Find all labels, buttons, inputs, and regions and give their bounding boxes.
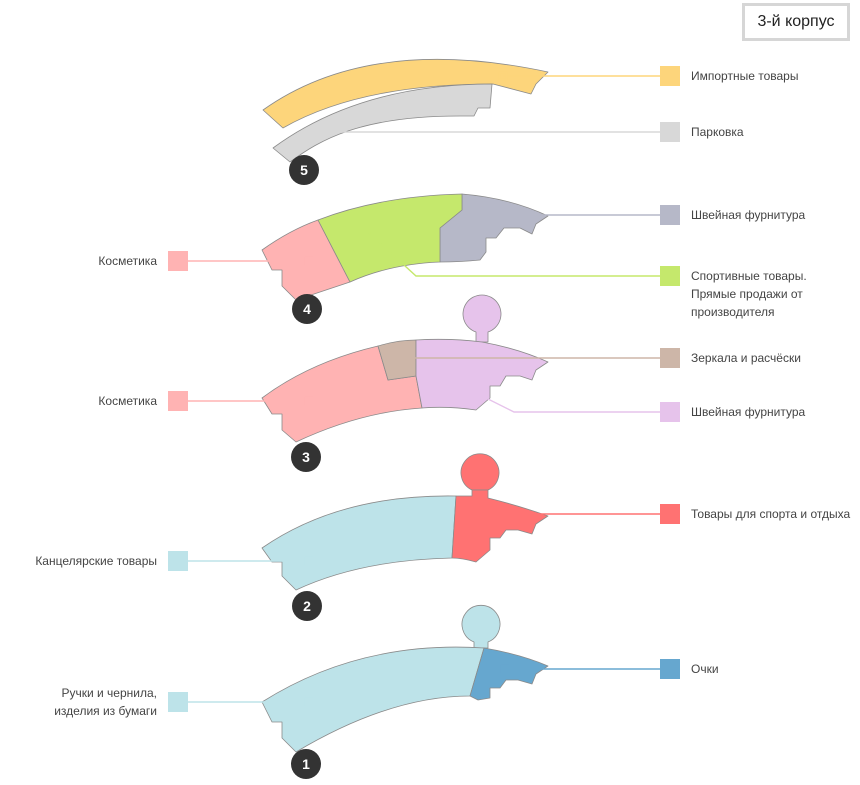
zone-paper1[interactable]	[261, 646, 485, 753]
floor-number-badge-4	[292, 294, 322, 324]
legend-label-cosmetics3: Косметика	[98, 394, 157, 408]
legend-label-glasses1: Очки	[691, 662, 719, 676]
legend-label-cosmetics4: Косметика	[98, 254, 157, 268]
floor-1: Ручки и чернила, изделия из бумаги Очки 1	[54, 605, 719, 779]
legend-swatch-stationery2	[168, 551, 188, 571]
legend-label-sewing4: Швейная фурнитура	[691, 208, 806, 222]
legend-swatch-sport4	[660, 266, 680, 286]
zone-paper1-knob	[461, 605, 501, 649]
legend-label-sport2: Товары для спорта и отдыха	[691, 507, 850, 521]
legend-label-mirrors3: Зеркала и расчёски	[691, 351, 801, 365]
legend-label-paper1: Ручки и чернила,	[61, 686, 157, 700]
zone-marker-parking	[315, 127, 325, 137]
zone-marker-sewing3	[435, 370, 445, 380]
zone-marker-sport2	[469, 509, 479, 519]
legend-label-sport4: производителя	[691, 305, 775, 319]
legend-swatch-sewing4	[660, 205, 680, 225]
zone-sewing3-knob	[462, 294, 502, 343]
legend-swatch-cosmetics3	[168, 391, 188, 411]
zone-marker-mirrors3	[394, 353, 404, 363]
zone-sport2[interactable]	[451, 489, 549, 563]
floor-2: Канцелярские товары Товары для спорта и о…	[35, 453, 850, 621]
legend-label-sport4: Спортивные товары.	[691, 269, 807, 283]
zone-marker-cosmetics4	[304, 256, 314, 266]
zone-marker-import	[498, 71, 508, 81]
zone-sport2-knob	[460, 453, 500, 491]
zone-marker-sewing4	[473, 210, 483, 220]
leader-line-sport4	[367, 231, 660, 277]
legend-label-parking: Парковка	[691, 125, 744, 139]
building-label: 3-й корпус	[742, 3, 850, 41]
floor-number-3: 3	[302, 449, 310, 465]
zone-marker-paper1	[304, 697, 314, 707]
legend-label-sewing3: Швейная фурнитура	[691, 405, 806, 419]
floor-number-badge-2	[292, 591, 322, 621]
leader-line-sewing3	[439, 374, 660, 413]
floor-number-4: 4	[303, 301, 311, 317]
zone-stationery2[interactable]	[261, 495, 457, 591]
zone-import[interactable]	[262, 58, 549, 129]
legend-swatch-glasses1	[660, 659, 680, 679]
zone-marker-sport4	[363, 227, 373, 237]
legend-label-import: Импортные товары	[691, 69, 798, 83]
building-label-text: 3-й корпус	[757, 13, 835, 30]
zone-marker-stationery2	[304, 556, 314, 566]
floor-number-badge-1	[291, 749, 321, 779]
legend-swatch-sport2	[660, 504, 680, 524]
floor-number-5: 5	[300, 162, 308, 178]
floor-number-1: 1	[302, 756, 310, 772]
zone-sport4[interactable]	[317, 193, 463, 283]
zone-marker-glasses1	[500, 664, 510, 674]
floor-number-2: 2	[303, 598, 311, 614]
legend-label-sport4: Прямые продажи от	[691, 287, 803, 301]
legend-label-paper1: изделия из бумаги	[54, 704, 157, 718]
zone-parking[interactable]	[272, 83, 493, 163]
legend-swatch-paper1	[168, 692, 188, 712]
legend-swatch-cosmetics4	[168, 251, 188, 271]
zone-sewing3[interactable]	[415, 338, 549, 411]
legend-label-stationery2: Канцелярские товары	[35, 554, 157, 568]
zone-sewing4[interactable]	[439, 193, 549, 263]
legend-swatch-import	[660, 66, 680, 86]
legend-swatch-parking	[660, 122, 680, 142]
floor-number-badge-3	[291, 442, 321, 472]
zone-marker-cosmetics3	[304, 396, 314, 406]
zone-glasses1[interactable]	[469, 647, 549, 701]
legend-swatch-sewing3	[660, 402, 680, 422]
floor-number-badge-5	[289, 155, 319, 185]
legend-swatch-mirrors3	[660, 348, 680, 368]
